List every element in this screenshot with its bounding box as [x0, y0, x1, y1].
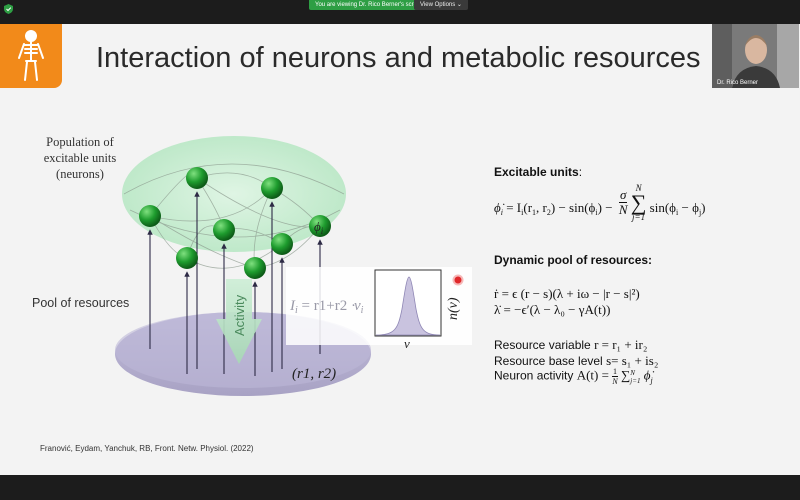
neuron-activity-text: Neuron activity: [494, 368, 574, 383]
activity-fraction: 1 N: [612, 367, 618, 386]
presenter-avatar: [712, 24, 799, 88]
laser-pointer: [452, 274, 464, 286]
population-label-line: (neurons): [56, 167, 104, 181]
resource-variable-line: Resource variable r = r₁ + ir₂: [494, 337, 647, 353]
phi-i-label: ϕi: [314, 219, 324, 236]
neuron-node: [213, 219, 235, 241]
activity-label: Activity: [232, 294, 247, 336]
nu-axis-label: ν: [404, 336, 410, 351]
viewing-screen-banner: You are viewing Dr. Rico Berner's screen: [309, 0, 430, 10]
neuron-node: [271, 233, 293, 255]
zoom-top-bar: You are viewing Dr. Rico Berner's screen…: [0, 0, 800, 24]
activity-arrow: [216, 279, 262, 364]
neuron-node: [244, 257, 266, 279]
neuron-activity-eq: A(t) =: [576, 367, 609, 383]
citation: Franović, Eydam, Yanchuk, RB, Front. Net…: [40, 444, 254, 453]
neuron-node: [261, 177, 283, 199]
network-diagram: ϕi Activity Ii = r1+r2 · νi ν n(ν) (r1, …: [115, 136, 472, 396]
distribution-curve: [375, 276, 441, 336]
population-label-line: Population of: [46, 135, 114, 149]
current-formula: Ii = r1+r2 ·: [289, 298, 356, 316]
resource-base-line: Resource base level s= s₁ + is₂: [494, 353, 658, 369]
population-label-line: excitable units: [43, 151, 117, 165]
dynamic-pool-heading: Dynamic pool of resources:: [494, 253, 653, 267]
resource-base-eq: s= s₁ + is₂: [606, 353, 659, 368]
lambda-equation: λ̇ = −ϵ′(λ − λ₀ − γA(t)): [494, 302, 611, 317]
skeleton-logo: [0, 24, 62, 88]
zoom-bottom-bar: [0, 475, 800, 500]
shared-slide: Interaction of neurons and metabolic res…: [0, 24, 800, 475]
view-options-label: View Options: [420, 2, 456, 8]
resource-equation: ṙ = ϵ (r − s)(λ + iω − |r − s|²): [494, 286, 640, 301]
neuron-node-i: [309, 215, 331, 237]
population-label: Population of excitable units (neurons): [30, 134, 130, 182]
resource-pool-label: (r1, r2): [292, 366, 336, 382]
neuron-node: [186, 167, 208, 189]
view-options-button[interactable]: View Options ⌄: [414, 0, 468, 10]
neurons: [139, 167, 331, 279]
presenter-video[interactable]: Dr. Rico Berner: [712, 24, 799, 88]
nu-i-label: νi: [354, 298, 364, 316]
resource-variable-text: Resource variable: [494, 338, 591, 352]
slide-title: Interaction of neurons and metabolic res…: [96, 42, 701, 74]
resource-variable-eq: r = r₁ + ir₂: [594, 337, 648, 352]
pool-label: Pool of resources: [32, 296, 130, 310]
neuron-population-cloud: [122, 136, 346, 252]
n-of-nu-label: n(ν): [446, 297, 461, 320]
presenter-name: Dr. Rico Berner: [717, 80, 759, 86]
neuron-node: [139, 205, 161, 227]
skeleton-icon: [18, 30, 44, 81]
excitable-units-heading: Excitable units:: [494, 165, 583, 179]
resource-base-text: Resource base level: [494, 354, 603, 368]
neuron-node: [176, 247, 198, 269]
chevron-down-icon: ⌄: [456, 2, 462, 8]
phase-equation: ϕ̇i = Ii(r1, r2) − sin(ϕi) − σ N N ∑ j=1…: [494, 183, 706, 222]
shield-icon: [4, 4, 13, 14]
